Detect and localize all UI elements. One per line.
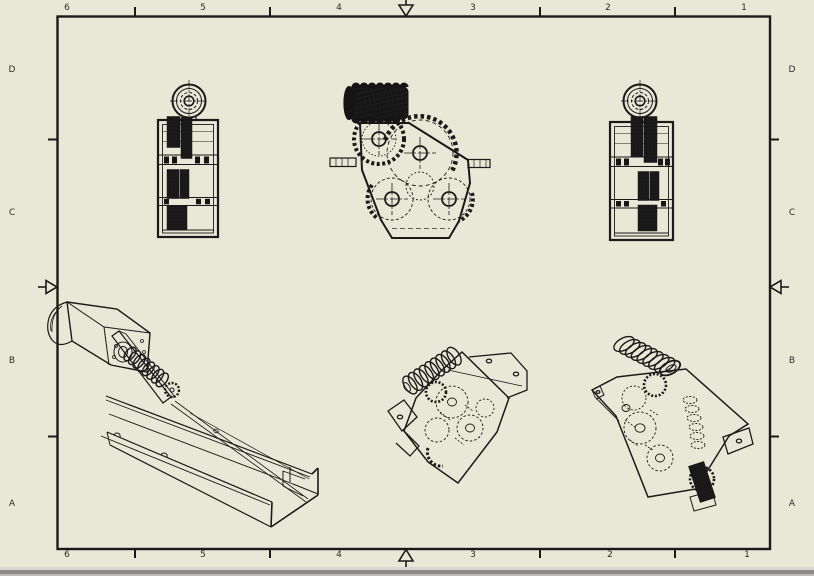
- shaft-holes: [363, 123, 465, 215]
- center-alignment-marker-bottom: [397, 547, 415, 568]
- motor-end-cap: [47, 301, 73, 346]
- worm-screw: [123, 346, 170, 388]
- isometric-view-motor-assembly: [47, 301, 319, 528]
- center-alignment-marker-right: [768, 279, 789, 295]
- window-bottom-edge-light: [0, 567, 814, 570]
- zone-label-bottom-2: 2: [607, 550, 613, 560]
- zone-label-left-A: A: [8, 499, 16, 509]
- mount-foot-left: [591, 385, 605, 400]
- worm-gear-section-blocks: [630, 116, 660, 232]
- zone-label-bottom-1: 1: [744, 550, 750, 560]
- zone-label-top-1: 1: [741, 3, 747, 13]
- worm-screw: [343, 82, 409, 124]
- zone-label-right-B: B: [788, 356, 796, 366]
- center-alignment-marker-left: [38, 279, 59, 295]
- zone-label-top-5: 5: [200, 3, 206, 13]
- isometric-view-gearbox-front: [387, 346, 528, 485]
- front-view: [329, 82, 491, 239]
- zone-label-left-C: C: [8, 208, 16, 218]
- center-alignment-marker-top: [397, 0, 415, 18]
- section-band-dashes: [164, 156, 210, 205]
- left-shaft-tab: [329, 157, 357, 168]
- worm-wheel: [163, 381, 181, 399]
- mount-flange-right: [447, 352, 528, 399]
- zone-label-top-2: 2: [605, 3, 611, 13]
- zone-label-bottom-6: 6: [64, 550, 70, 560]
- side-view-right: [608, 80, 675, 242]
- worm-gear-section-blocks: [166, 116, 193, 231]
- hidden-gears: [424, 380, 495, 468]
- zone-label-right-C: C: [788, 208, 796, 218]
- zone-label-left-B: B: [8, 356, 16, 366]
- zone-label-right-D: D: [788, 65, 796, 75]
- zone-label-top-6: 6: [64, 3, 70, 13]
- mount-flange-left: [387, 399, 420, 457]
- channel-rail: [100, 395, 319, 528]
- section-band-dashes: [616, 158, 670, 207]
- zone-label-bottom-3: 3: [470, 550, 476, 560]
- zone-label-right-A: A: [788, 499, 796, 509]
- drawing-border: [48, 7, 779, 558]
- hidden-gears: [365, 171, 475, 223]
- motor-body: [66, 301, 151, 373]
- zone-label-top-3: 3: [470, 3, 476, 13]
- window-bottom-edge-dark: [0, 570, 814, 574]
- zone-label-left-D: D: [8, 65, 16, 75]
- worm-screw: [402, 346, 462, 395]
- window-bottom-edge-mid: [0, 574, 814, 576]
- side-view-left: [156, 80, 220, 239]
- right-shaft-tab: [467, 158, 491, 169]
- zone-label-top-4: 4: [336, 3, 342, 13]
- large-gear: [382, 113, 459, 187]
- motor-shaft-boss: [113, 341, 133, 363]
- zone-label-bottom-5: 5: [200, 550, 206, 560]
- output-gear-foot: [688, 461, 717, 512]
- worm-screw: [613, 335, 682, 377]
- hidden-gears: [621, 372, 706, 472]
- mount-foot-right: [722, 427, 754, 455]
- isometric-view-gearbox-rear: [590, 335, 754, 512]
- zone-label-bottom-4: 4: [336, 550, 342, 560]
